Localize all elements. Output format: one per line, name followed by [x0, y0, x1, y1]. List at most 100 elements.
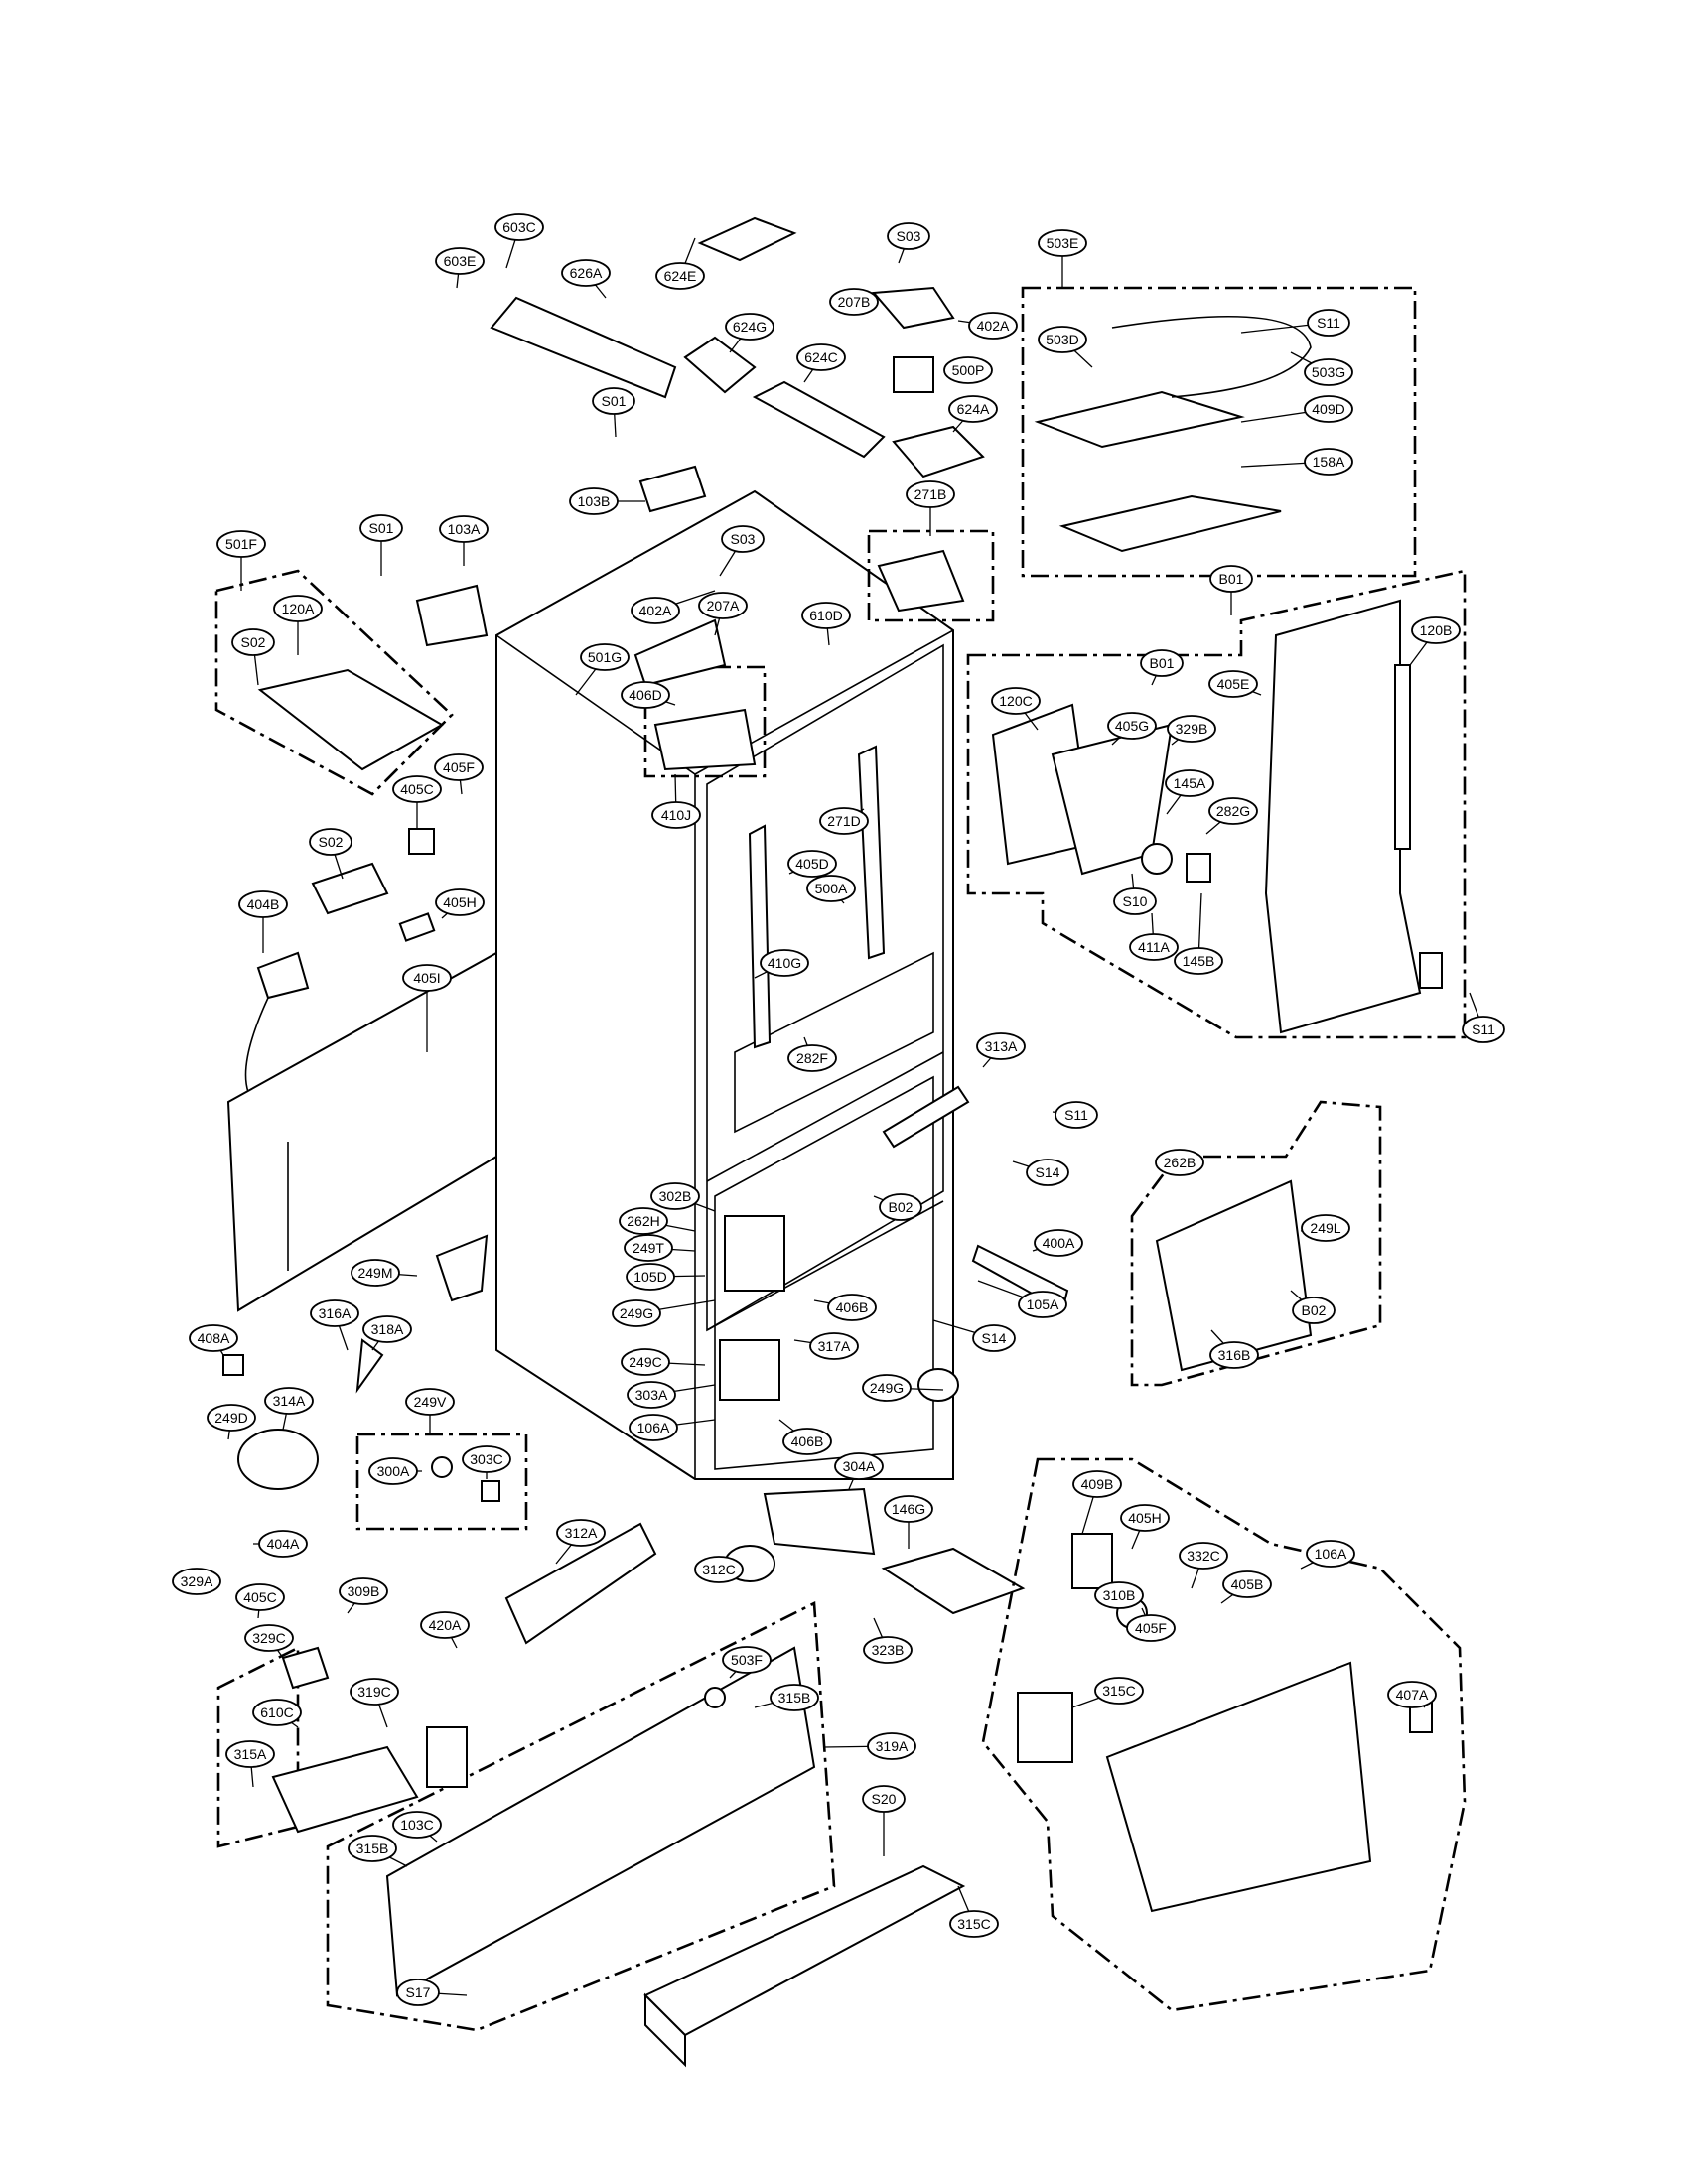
callout-500a: 500A [806, 875, 856, 904]
callout-282g: 282G [1205, 797, 1258, 835]
callout-oval [1304, 395, 1353, 423]
callout-oval [435, 888, 485, 916]
drain-pan-assembly [216, 1645, 468, 1848]
callout-text: 501F [225, 536, 257, 552]
callout-oval [1140, 649, 1184, 677]
callout-410g: 410G [754, 949, 809, 979]
callout-329b: 329B [1167, 715, 1216, 746]
ice-tray-assembly [490, 216, 985, 478]
callout-text: 249G [870, 1380, 904, 1396]
callout-329a: 329A [172, 1568, 221, 1595]
callout-text: 332C [1187, 1548, 1219, 1564]
callout-oval [1113, 887, 1157, 915]
callout-409d: 409D [1240, 395, 1353, 423]
callout-text: 329C [252, 1630, 285, 1646]
callout-406b: 406B [813, 1294, 877, 1321]
callout-501f: 501F [216, 530, 266, 591]
callout-text: 500A [815, 881, 848, 896]
callout-oval [1120, 1504, 1170, 1532]
callout-text: 304A [843, 1458, 876, 1474]
callout-oval [827, 1294, 877, 1321]
callout-oval [264, 1387, 314, 1415]
callout-420a: 420A [420, 1611, 470, 1649]
callout-oval [629, 1414, 678, 1441]
callout-text: 626A [570, 265, 603, 281]
callout-text: 420A [429, 1617, 462, 1633]
callout-oval [420, 1611, 470, 1639]
callout-text: S02 [319, 834, 344, 850]
callout-249t: 249T [624, 1234, 696, 1262]
callout-text: 503G [1312, 364, 1345, 380]
callout-text: 503E [1047, 235, 1079, 251]
callout-405c: 405C [392, 775, 442, 829]
callout-oval [651, 801, 701, 829]
callout-oval [1167, 715, 1216, 743]
callout-249g: 249G [612, 1299, 716, 1327]
callout-s20: S20 [862, 1785, 906, 1856]
callout-315b: 315B [348, 1835, 408, 1867]
callout-405i: 405I [402, 964, 452, 1052]
callout-409b: 409B [1072, 1470, 1122, 1535]
callout-503g: 503G [1290, 351, 1353, 386]
callout-oval [439, 515, 489, 543]
callout-411a: 411A [1129, 912, 1179, 961]
callout-text: 503F [731, 1652, 763, 1668]
callout-503f: 503F [722, 1646, 772, 1679]
callout-text: 106A [637, 1420, 670, 1435]
callout-text: 145B [1183, 953, 1215, 969]
callout-249d: 249D [207, 1404, 256, 1440]
callout-text: 249V [414, 1394, 447, 1410]
callout-oval [626, 1263, 675, 1291]
callout-oval [392, 775, 442, 803]
callout-text: 501G [588, 649, 622, 665]
callout-oval [273, 595, 323, 622]
callout-oval [862, 1374, 912, 1402]
callout-oval [362, 1315, 412, 1343]
callout-oval [244, 1624, 294, 1652]
callout-406d: 406D [621, 681, 676, 709]
callout-oval [359, 514, 403, 542]
callout-oval [1094, 1677, 1144, 1705]
callout-s02: S02 [231, 628, 275, 686]
callout-249g: 249G [862, 1374, 944, 1402]
callout-oval [725, 313, 774, 341]
callout-text: S01 [369, 520, 394, 536]
callout-text: 316A [319, 1305, 352, 1321]
callout-text: 404B [247, 896, 280, 912]
callout-oval [1208, 670, 1258, 698]
callout-oval [238, 890, 288, 918]
callout-oval [339, 1577, 388, 1605]
lower-cavity-parts [222, 1215, 785, 1401]
callout-oval [655, 262, 705, 290]
callout-oval [1155, 1149, 1204, 1176]
callout-oval [1387, 1681, 1437, 1708]
callout-s11: S11 [1052, 1101, 1098, 1129]
callout-405b: 405B [1220, 1570, 1272, 1604]
callout-text: 309B [348, 1583, 380, 1599]
callout-s11: S11 [1240, 309, 1350, 337]
callout-oval [1304, 448, 1353, 476]
callout-302b: 302B [650, 1182, 716, 1212]
callout-text: 405C [243, 1589, 276, 1605]
callout-text: 302B [659, 1188, 692, 1204]
callout-405h: 405H [435, 888, 485, 919]
callout-624g: 624G [725, 313, 774, 353]
callout-oval [392, 1811, 442, 1839]
callout-oval [619, 1207, 668, 1235]
callout-text: 404A [267, 1536, 300, 1552]
callout-oval [368, 1457, 418, 1485]
callout-text: 207B [838, 294, 871, 310]
callout-120b: 120B [1409, 616, 1461, 666]
callout-text: S14 [1036, 1164, 1060, 1180]
callout-603e: 603E [435, 247, 485, 289]
callout-oval [631, 597, 680, 624]
callout-145b: 145B [1174, 892, 1223, 975]
callout-105d: 105D [626, 1263, 706, 1291]
callout-text: 624E [664, 268, 697, 284]
callout-oval [879, 1193, 922, 1221]
callout-oval [1209, 1341, 1259, 1369]
callout-text: S01 [602, 393, 627, 409]
callout-314a: 314A [264, 1387, 314, 1431]
callout-oval [796, 343, 846, 371]
callout-120a: 120A [273, 595, 323, 655]
